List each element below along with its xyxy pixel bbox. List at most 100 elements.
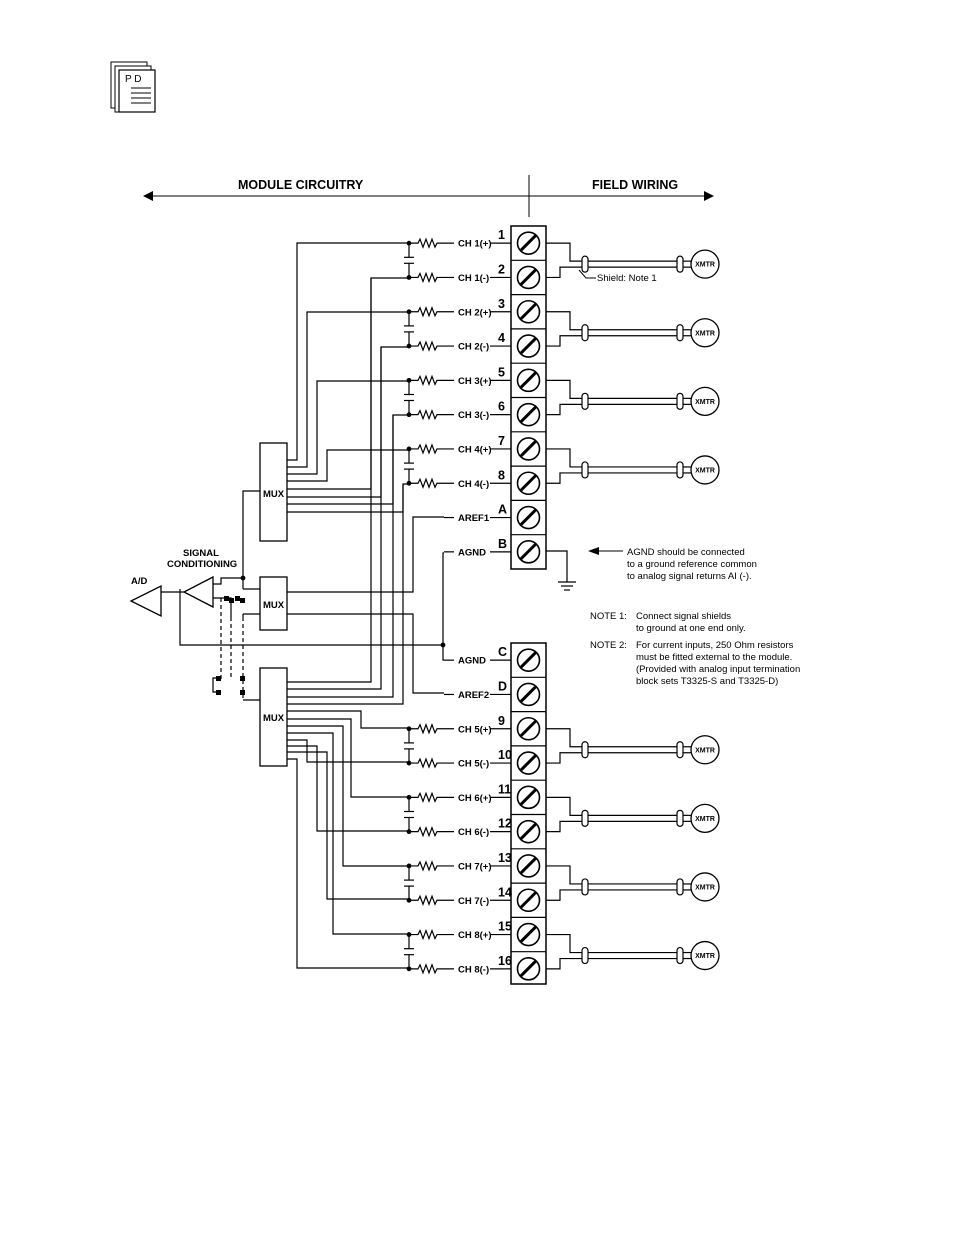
terminal-block-bottom <box>510 642 547 985</box>
terminal-number: 13 <box>498 851 512 865</box>
terminal-number: C <box>498 645 507 659</box>
terminal-screw <box>516 648 541 672</box>
transmitter-label: XMTR <box>695 953 715 960</box>
transmitter: XMTR <box>690 735 720 765</box>
channel-row: CH 3(-)6 <box>406 400 511 421</box>
terminal-number: B <box>498 537 507 551</box>
terminal-screw <box>516 471 541 496</box>
channel-label: CH 6(+) <box>458 793 492 804</box>
channel-label: CH 3(-) <box>458 410 489 421</box>
channel-row: CH 3(+)5 <box>404 365 511 415</box>
terminal-screw <box>516 922 541 947</box>
field-transmitter-wiring: XMTR <box>546 311 720 348</box>
left-arrow-icon <box>143 191 153 201</box>
mux-1: MUX <box>259 442 288 542</box>
terminal-screw <box>516 785 541 810</box>
channel-label: CH 8(+) <box>458 930 492 941</box>
channel-label: CH 6(-) <box>458 827 489 838</box>
terminal-number: 15 <box>498 920 512 934</box>
terminal-number: 2 <box>498 262 505 276</box>
channel-label: CH 3(+) <box>458 376 492 387</box>
transmitter: XMTR <box>690 455 720 485</box>
mux-2: MUX <box>259 576 288 631</box>
terminal-screw <box>516 402 541 427</box>
channel-label: CH 7(+) <box>458 861 492 872</box>
header-section: MODULE CIRCUITRY FIELD WIRING <box>143 175 714 217</box>
shield-clamp <box>581 946 589 965</box>
transmitter: XMTR <box>690 872 720 902</box>
shield-clamp <box>581 255 589 273</box>
ground-symbol <box>546 550 576 591</box>
channel-label: AGND <box>458 656 486 667</box>
mux-3-label: MUX <box>263 713 285 724</box>
terminal-screw <box>516 231 541 255</box>
shield-clamp <box>676 878 684 896</box>
field-transmitter-wiring: XMTR <box>546 379 720 417</box>
field-transmitter-wiring: XMTR <box>546 796 720 833</box>
field-transmitter-wiring: XMTR <box>546 865 720 902</box>
channel-row: CH 4(-)8 <box>406 468 511 490</box>
channel-row: CH 6(+) 11 <box>404 782 511 832</box>
module-circuitry-label: MODULE CIRCUITRY <box>238 178 364 192</box>
terminal-screw <box>516 299 541 324</box>
transmitter-label: XMTR <box>695 884 715 891</box>
channel-row: CH 4(+)7 <box>404 434 511 484</box>
terminal-screw <box>516 540 541 564</box>
note-1-line-1: Connect signal shields <box>636 611 731 622</box>
note-1-title: NOTE 1: <box>590 611 627 622</box>
channel-label: CH 5(+) <box>458 724 492 735</box>
shield-clamp <box>581 392 589 410</box>
conditioning-amplifier <box>182 575 214 609</box>
signal-conditioning-label-2: CONDITIONING <box>167 559 237 570</box>
terminal-block-top <box>510 225 547 570</box>
channel-row: CH 7(-)14 <box>406 885 512 907</box>
field-wiring-label: FIELD WIRING <box>592 178 678 192</box>
channel-row: AGND C <box>444 645 511 667</box>
note-2-title: NOTE 2: <box>590 640 627 651</box>
document-icon: P D <box>110 61 156 113</box>
ad-converter <box>129 584 162 618</box>
shield-clamp <box>676 461 684 479</box>
shield-clamp <box>581 809 589 827</box>
terminal-number: 11 <box>498 782 511 796</box>
mux-3: MUX <box>259 667 288 767</box>
shield-clamp <box>581 324 589 342</box>
document-icon-label: P D <box>125 74 142 85</box>
transmitter: XMTR <box>690 318 720 348</box>
field-transmitter-wiring: XMTR <box>546 448 720 485</box>
channel-label: CH 5(-) <box>458 759 489 770</box>
note-2-line-2: must be fitted external to the module. <box>636 652 792 663</box>
note-2-line-4: block sets T3325-S and T3325-D) <box>636 676 778 687</box>
agnd-note-line-1: AGND should be connected <box>627 547 745 558</box>
transmitter: XMTR <box>690 386 720 417</box>
terminal-number: 3 <box>498 297 505 311</box>
channel-label: AREF2 <box>458 690 489 701</box>
channel-rows: CH 1(+)1CH 1(-)2CH 2(+)3CH 2(-)4CH 3(+)5… <box>404 228 512 975</box>
terminal-number: 9 <box>498 714 505 728</box>
transmitter: XMTR <box>690 940 720 971</box>
mux-to-terminal-wiring <box>179 242 446 969</box>
terminal-screw <box>516 716 541 741</box>
channel-row: CH 7(+) 13 <box>404 851 512 901</box>
transmitter-label: XMTR <box>695 399 715 406</box>
shield-clamp <box>676 809 684 827</box>
terminal-number: 1 <box>498 228 505 242</box>
field-wiring: XMTR XMTR XMTR XMTR XMTR XMTR XMTR XMTR <box>546 242 720 971</box>
channel-label: CH 1(+) <box>458 239 492 250</box>
shield-clamp <box>581 461 589 479</box>
transmitter-label: XMTR <box>695 467 715 474</box>
transmitter: XMTR <box>690 803 720 833</box>
shield-clamp <box>676 255 684 273</box>
transmitter: XMTR <box>690 249 720 279</box>
terminal-screw <box>516 854 541 878</box>
signal-conditioning: SIGNAL CONDITIONING A/D <box>129 490 260 701</box>
transmitter-label: XMTR <box>695 330 715 337</box>
channel-row: CH 2(-)4 <box>406 331 511 353</box>
field-transmitter-wiring: XMTR <box>546 242 720 279</box>
channel-label: CH 4(+) <box>458 444 492 455</box>
channel-label: CH 4(-) <box>458 479 489 490</box>
note-1: NOTE 1: Connect signal shields to ground… <box>590 611 746 634</box>
terminal-number: 10 <box>498 748 512 762</box>
